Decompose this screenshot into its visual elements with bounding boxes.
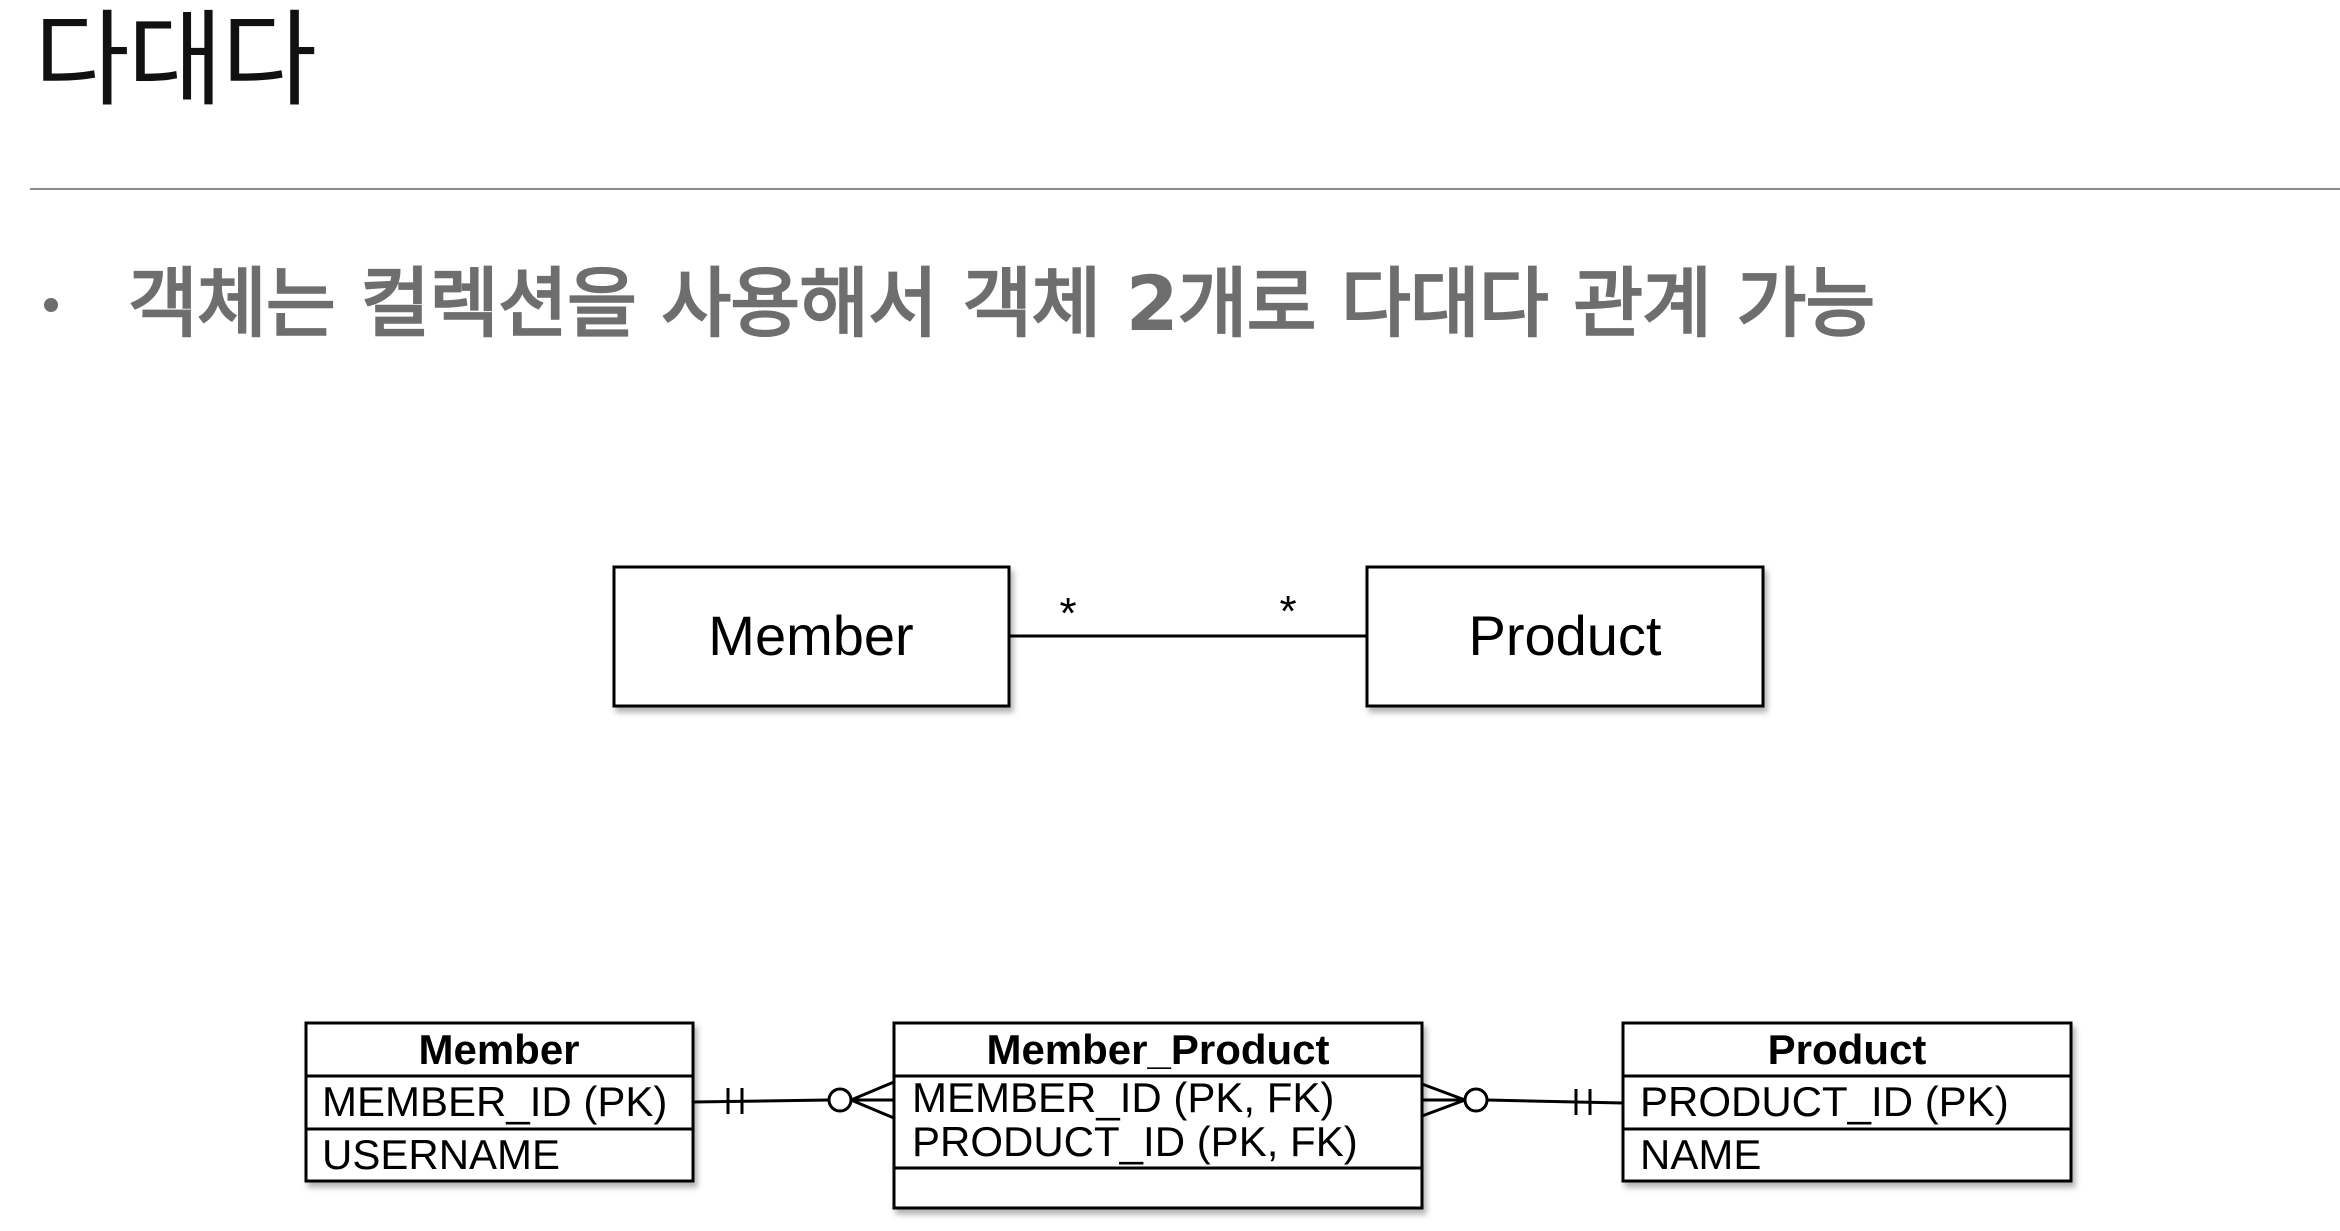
crows-foot-upper (850, 1080, 895, 1102)
crows-foot-lower (850, 1098, 895, 1120)
slide-title: 다대다 (34, 0, 317, 121)
optional-circle (827, 1087, 853, 1113)
right-multiplicity: * (1279, 587, 1296, 636)
product-table-col-product-id: PRODUCT_ID (PK) (1640, 1078, 2009, 1125)
member-table-col-member-id: MEMBER_ID (PK) (322, 1078, 667, 1125)
left-multiplicity: * (1059, 589, 1076, 638)
member-table-col-username: USERNAME (322, 1131, 560, 1178)
product-class-box (1365, 565, 1765, 708)
member-class-box (612, 565, 1011, 708)
erd-diagram: Member MEMBER_ID (PK) USERNAME Member_Pr… (304, 1021, 2073, 1210)
join-to-product-relationship (1421, 1082, 1624, 1118)
member-table: Member MEMBER_ID (PK) USERNAME (304, 1021, 695, 1183)
member-product-table-name: Member_Product (986, 1026, 1329, 1073)
class-diagram: Member Product * * (612, 565, 1765, 708)
crows-foot-lower (1421, 1098, 1466, 1118)
member-product-col-product-id: PRODUCT_ID (PK, FK) (912, 1118, 1358, 1165)
bullet-dot (44, 298, 58, 312)
member-product-col-member-id: MEMBER_ID (PK, FK) (912, 1074, 1334, 1121)
optional-circle (1463, 1087, 1489, 1113)
member-table-name: Member (418, 1026, 579, 1073)
title-divider (30, 188, 2340, 190)
product-class-label: Product (1469, 604, 1662, 667)
product-table-name: Product (1768, 1026, 1927, 1073)
member-to-join-relationship (692, 1080, 895, 1120)
product-table-col-name: NAME (1640, 1131, 1761, 1178)
member-class-label: Member (708, 604, 913, 667)
crows-foot-upper (1421, 1082, 1466, 1102)
member-product-table: Member_Product MEMBER_ID (PK, FK) PRODUC… (892, 1021, 1424, 1210)
bullet-text: 객체는 컬렉션을 사용해서 객체 2개로 다대다 관계 가능 (128, 259, 1875, 348)
product-table: Product PRODUCT_ID (PK) NAME (1621, 1021, 2073, 1183)
